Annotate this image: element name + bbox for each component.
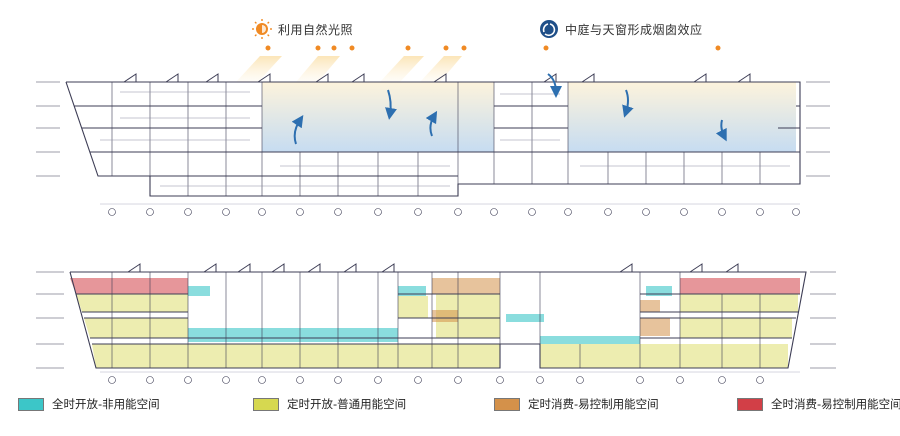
light-beam [420, 56, 462, 82]
elevation-markers [36, 271, 836, 369]
zone-fulltime-nonenergy [398, 286, 426, 296]
zone-fulltime-nonenergy [646, 286, 672, 296]
zone-scheduled-normal [76, 294, 188, 312]
zone-fulltime-nonenergy [540, 336, 640, 344]
airflow-arrows [291, 73, 727, 145]
sun-icon [252, 19, 272, 39]
zone-scheduled-normal [680, 294, 798, 312]
skylights [123, 73, 751, 83]
zone-scheduled-normal [398, 296, 428, 318]
section-top [36, 45, 830, 216]
airflow-arrow [291, 115, 304, 145]
legend-label: 定时消费-易控制用能空间 [528, 397, 659, 411]
zone-scheduled-controllable [432, 278, 500, 294]
airflow-icon [540, 20, 558, 38]
zone-fulltime-nonenergy [188, 286, 210, 296]
legend-item-scheduled-normal: 定时开放-普通用能空间 [253, 396, 406, 412]
legend-swatch [494, 397, 520, 411]
atrium-fill-right [568, 82, 796, 152]
chimney-effect-label: 中庭与天窗形成烟囱效应 [565, 23, 703, 37]
legend-label: 定时开放-普通用能空间 [287, 397, 407, 411]
section-bottom [36, 263, 836, 384]
sunlight-label: 利用自然光照 [278, 23, 354, 37]
floor-slabs [76, 293, 800, 345]
light-beam [236, 56, 282, 82]
columns [111, 272, 761, 368]
zone-fulltime-nonenergy [188, 328, 398, 342]
legend-item-fulltime-controllable: 全时消费-易控制用能空间 [737, 396, 900, 412]
legend-swatch [253, 397, 279, 411]
elevation-markers [36, 81, 830, 177]
airflow-arrow [425, 110, 438, 137]
grid-axis-bottom [108, 376, 764, 384]
airflow-arrow [715, 119, 727, 142]
legend-item-scheduled-controllable: 定时消费-易控制用能空间 [494, 396, 659, 412]
zone-fulltime-controllable [70, 278, 188, 294]
light-beam [380, 56, 424, 82]
legend-item-fulltime-nonenergy: 全时开放-非用能空间 [18, 396, 160, 412]
zone-scheduled-controllable [432, 310, 458, 322]
sun-markers [265, 45, 721, 51]
legend: 全时开放-非用能空间 定时开放-普通用能空间 定时消费-易控制用能空间 全时消费… [0, 396, 900, 420]
legend-swatch [18, 397, 44, 411]
zone-scheduled-normal [92, 344, 500, 368]
grid-axis-top [108, 208, 800, 216]
airflow-arrow [547, 73, 562, 98]
atrium-fill-left [262, 82, 494, 152]
zone-scheduled-controllable [640, 300, 660, 312]
zone-fulltime-nonenergy [506, 314, 544, 322]
legend-label: 全时开放-非用能空间 [52, 397, 160, 411]
interior-details [100, 91, 790, 187]
light-beam [296, 56, 340, 82]
zone-scheduled-normal [540, 344, 788, 368]
airflow-arrow [385, 89, 397, 120]
legend-swatch [737, 397, 763, 411]
zone-fulltime-controllable [680, 278, 800, 294]
airflow-arrow [622, 89, 634, 118]
legend-label: 全时消费-易控制用能空间 [771, 397, 900, 411]
skylights [127, 263, 739, 273]
zone-scheduled-normal [84, 318, 188, 338]
zone-scheduled-normal [680, 318, 792, 338]
zone-scheduled-controllable [640, 318, 670, 336]
columns [111, 82, 761, 196]
